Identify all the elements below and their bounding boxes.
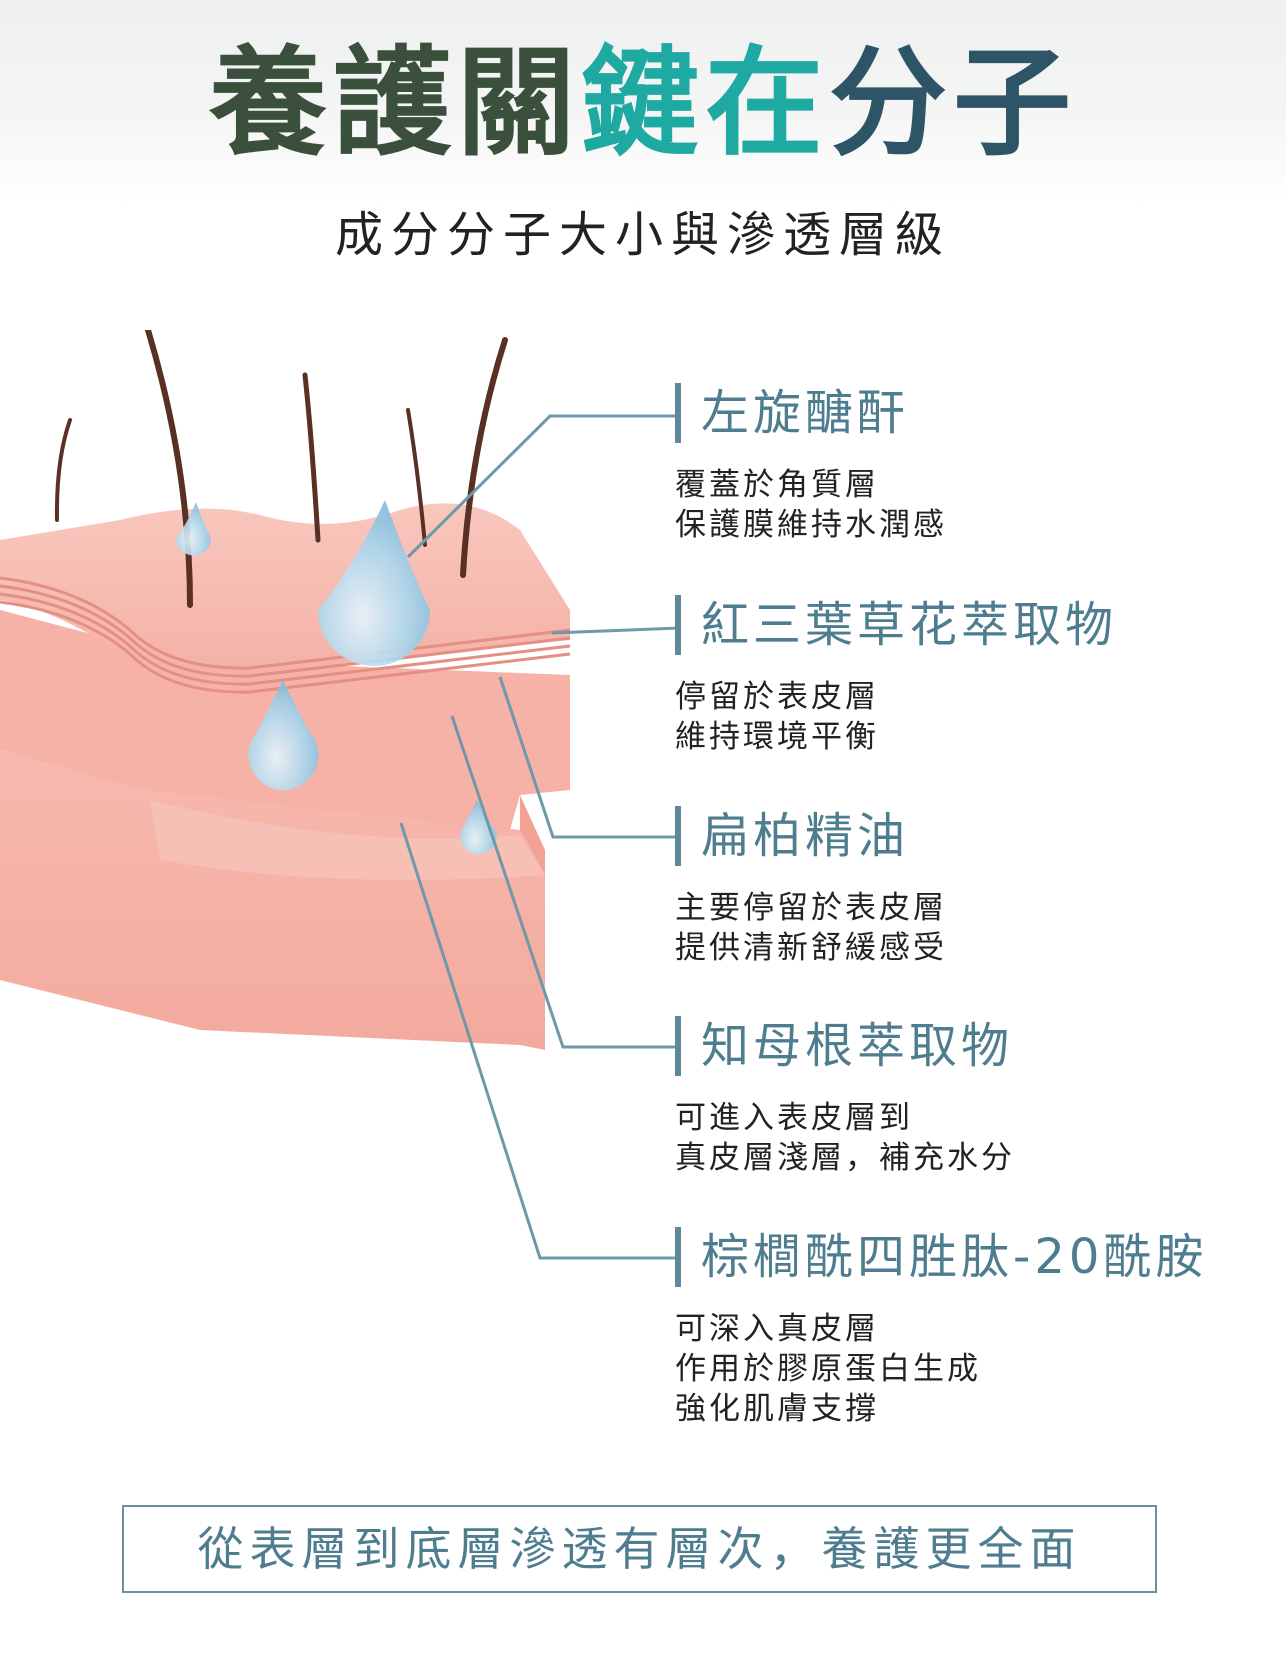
ingredient-item: 左旋醣酐 覆蓋於角質層 保護膜維持水潤感 — [675, 383, 1275, 545]
ingredient-name: 扁柏精油 — [675, 806, 1275, 866]
title-char: 子 — [953, 33, 1078, 172]
title-char: 關 — [456, 33, 581, 172]
ingredient-description: 可進入表皮層到 真皮層淺層，補充水分 — [675, 1100, 1015, 1176]
ingredient-item: 扁柏精油 主要停留於表皮層 提供清新舒緩感受 — [675, 806, 1275, 968]
title-char: 鍵 — [580, 33, 705, 172]
ingredient-name: 知母根萃取物 — [675, 1016, 1275, 1076]
hair-strand-icon — [145, 330, 193, 608]
ingredient-description: 停留於表皮層 維持環境平衡 — [675, 679, 879, 755]
title-char: 在 — [705, 33, 830, 172]
ingredient-name: 棕櫚酰四胜肽-20酰胺 — [675, 1227, 1275, 1287]
ingredient-item: 知母根萃取物 可進入表皮層到 真皮層淺層，補充水分 — [675, 1016, 1275, 1178]
ingredient-name: 紅三葉草花萃取物 — [675, 595, 1275, 655]
water-droplet-icon — [176, 502, 211, 556]
ingredient-description: 覆蓋於角質層 保護膜維持水潤感 — [675, 467, 947, 543]
hair-strand-icon — [460, 337, 508, 578]
page-subtitle: 成分分子大小與滲透層級 — [334, 207, 951, 263]
hair-strand-icon — [302, 372, 321, 543]
water-droplet-icon — [248, 680, 319, 790]
title-char: 分 — [829, 33, 954, 172]
page-title: 養護關鍵在分子 — [0, 28, 1286, 178]
ingredient-item: 棕櫚酰四胜肽-20酰胺 可深入真皮層 作用於膠原蛋白生成 強化肌膚支撐 — [675, 1227, 1275, 1429]
footer-tagline: 從表層到底層滲透有層次，養護更全面 — [122, 1505, 1157, 1593]
title-char: 護 — [332, 33, 457, 172]
water-droplet-icon — [318, 500, 431, 667]
ingredient-name: 左旋醣酐 — [675, 383, 1275, 443]
ingredient-description: 可深入真皮層 作用於膠原蛋白生成 強化肌膚支撐 — [675, 1311, 981, 1427]
title-char: 養 — [208, 33, 333, 172]
ingredient-item: 紅三葉草花萃取物 停留於表皮層 維持環境平衡 — [675, 595, 1275, 757]
header-background — [0, 0, 1286, 205]
ingredient-description: 主要停留於表皮層 提供清新舒緩感受 — [675, 890, 947, 966]
hair-strand-icon — [54, 418, 72, 522]
water-droplet-icon — [460, 800, 497, 855]
hair-strand-icon — [406, 408, 427, 547]
skin-cross-section-icon — [0, 330, 571, 1050]
